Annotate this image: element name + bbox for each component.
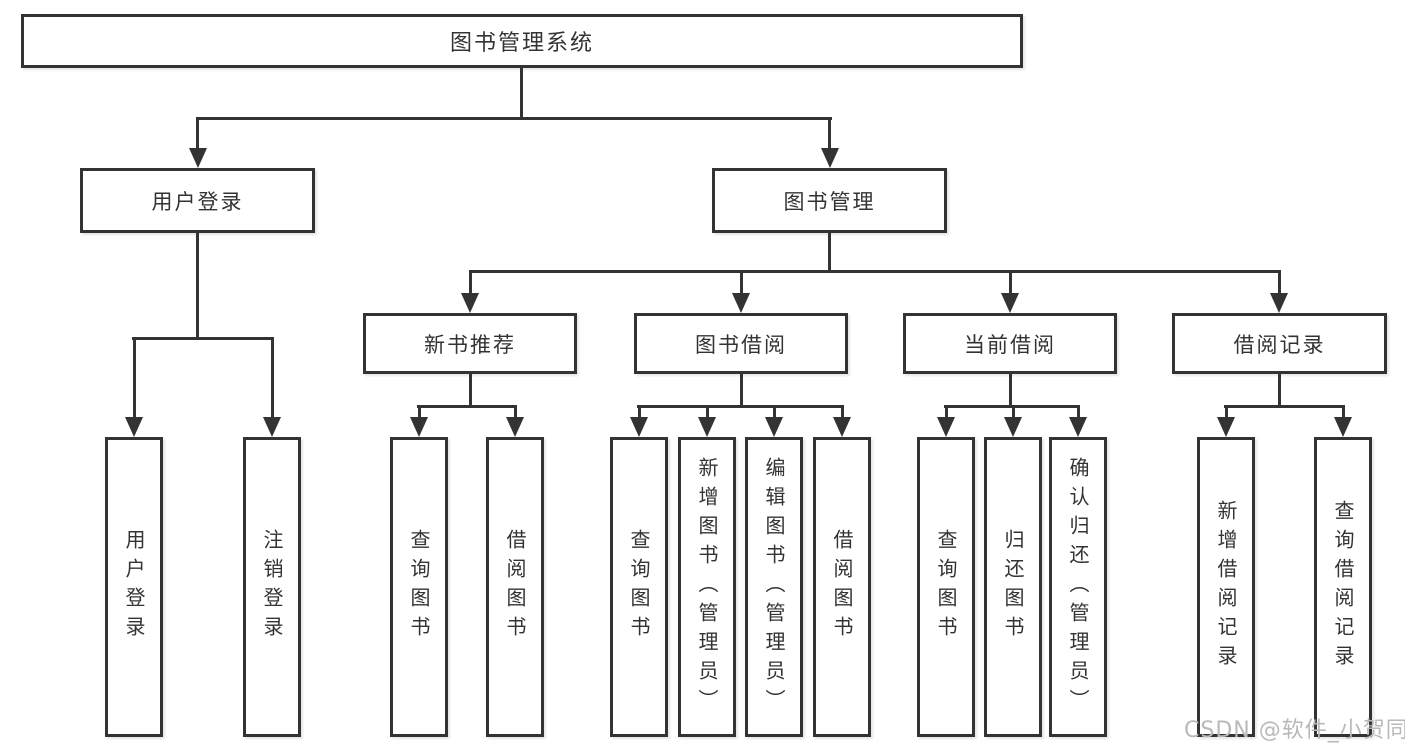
arrow-down-icon bbox=[1217, 417, 1235, 437]
connector-book-mgmt-hbar bbox=[469, 270, 1281, 273]
arrow-down-icon bbox=[732, 293, 750, 313]
connector-bb-stem bbox=[740, 374, 743, 405]
node-root-label: 图书管理系统 bbox=[449, 31, 594, 56]
connector-shaft-br-query bbox=[1342, 405, 1345, 419]
leaf-br-query-record: 查询借阅记录 bbox=[1314, 437, 1372, 737]
connector-shaft-new-book-rec bbox=[469, 270, 472, 295]
connector-nbr-hbar bbox=[417, 405, 517, 408]
node-new-book-recommend-label: 新书推荐 bbox=[424, 332, 516, 357]
leaf-bb-query-books: 查询图书 bbox=[610, 437, 668, 737]
connector-root-hbar bbox=[196, 117, 832, 120]
node-new-book-recommend: 新书推荐 bbox=[363, 313, 577, 374]
node-book-borrow-label: 图书借阅 bbox=[695, 332, 787, 357]
leaf-bb-add-books-admin: 新增图书（管理员） bbox=[678, 437, 736, 737]
arrow-down-icon bbox=[506, 417, 524, 437]
leaf-cb-confirm-return-admin: 确认归还（管理员） bbox=[1049, 437, 1107, 737]
connector-br-stem bbox=[1278, 374, 1281, 405]
leaf-nbr-query-books-label: 查询图书 bbox=[407, 529, 431, 645]
node-book-borrow: 图书借阅 bbox=[634, 313, 848, 374]
connector-user-login-hbar bbox=[132, 337, 274, 340]
leaf-cb-query-books-label: 查询图书 bbox=[934, 529, 958, 645]
leaf-logout: 注销登录 bbox=[243, 437, 301, 737]
connector-shaft-leaf-logout bbox=[271, 337, 274, 419]
leaf-br-query-record-label: 查询借阅记录 bbox=[1331, 500, 1355, 674]
arrow-down-icon bbox=[765, 417, 783, 437]
arrow-down-icon bbox=[821, 148, 839, 168]
connector-shaft-nbr-query bbox=[418, 405, 421, 419]
connector-shaft-bb-add bbox=[706, 405, 709, 419]
leaf-cb-return-books: 归还图书 bbox=[984, 437, 1042, 737]
leaf-bb-edit-books-admin: 编辑图书（管理员） bbox=[745, 437, 803, 737]
connector-shaft-bb-query bbox=[638, 405, 641, 419]
leaf-bb-borrow-books-label: 借阅图书 bbox=[830, 529, 854, 645]
connector-book-mgmt-stem bbox=[828, 233, 831, 270]
node-user-login-label: 用户登录 bbox=[151, 189, 244, 214]
csdn-watermark: CSDN @软件_小贺同学 bbox=[1184, 718, 1405, 743]
connector-shaft-bb-borrow bbox=[841, 405, 844, 419]
leaf-nbr-borrow-books: 借阅图书 bbox=[486, 437, 544, 737]
connector-shaft-bb-edit bbox=[773, 405, 776, 419]
arrow-down-icon bbox=[189, 148, 207, 168]
leaf-logout-label: 注销登录 bbox=[260, 529, 284, 645]
connector-root-stem bbox=[520, 68, 523, 117]
node-book-management: 图书管理 bbox=[712, 168, 947, 233]
leaf-nbr-borrow-books-label: 借阅图书 bbox=[503, 529, 527, 645]
connector-shaft-borrow-records bbox=[1278, 270, 1281, 295]
arrow-down-icon bbox=[1270, 293, 1288, 313]
arrow-down-icon bbox=[410, 417, 428, 437]
arrow-down-icon bbox=[263, 417, 281, 437]
connector-shaft-br-add bbox=[1225, 405, 1228, 419]
node-borrow-records-label: 借阅记录 bbox=[1233, 332, 1326, 357]
connector-br-hbar bbox=[1224, 405, 1345, 408]
node-current-borrow: 当前借阅 bbox=[903, 313, 1117, 374]
arrow-down-icon bbox=[1001, 293, 1019, 313]
leaf-br-add-record: 新增借阅记录 bbox=[1197, 437, 1255, 737]
arrow-down-icon bbox=[125, 417, 143, 437]
leaf-bb-borrow-books: 借阅图书 bbox=[813, 437, 871, 737]
leaf-cb-return-books-label: 归还图书 bbox=[1001, 529, 1025, 645]
connector-shaft-cb-return bbox=[1012, 405, 1015, 419]
arrow-down-icon bbox=[461, 293, 479, 313]
arrow-down-icon bbox=[630, 417, 648, 437]
connector-cb-stem bbox=[1009, 374, 1012, 405]
leaf-user-login: 用户登录 bbox=[105, 437, 163, 737]
arrow-down-icon bbox=[1004, 417, 1022, 437]
arrow-down-icon bbox=[833, 417, 851, 437]
node-current-borrow-label: 当前借阅 bbox=[964, 332, 1056, 357]
node-borrow-records: 借阅记录 bbox=[1172, 313, 1387, 374]
node-root: 图书管理系统 bbox=[21, 14, 1023, 68]
connector-shaft-cb-query bbox=[945, 405, 948, 419]
leaf-bb-add-books-admin-label: 新增图书（管理员） bbox=[695, 456, 719, 718]
connector-shaft-book-mgmt bbox=[828, 117, 831, 152]
connector-bb-hbar bbox=[637, 405, 844, 408]
arrow-down-icon bbox=[1069, 417, 1087, 437]
connector-shaft-leaf-user-login bbox=[133, 337, 136, 419]
arrow-down-icon bbox=[937, 417, 955, 437]
connector-shaft-book-borrow bbox=[740, 270, 743, 295]
arrow-down-icon bbox=[698, 417, 716, 437]
leaf-cb-confirm-return-admin-label: 确认归还（管理员） bbox=[1066, 456, 1090, 718]
connector-shaft-cb-confirm bbox=[1077, 405, 1080, 419]
leaf-user-login-label: 用户登录 bbox=[122, 529, 146, 645]
node-book-management-label: 图书管理 bbox=[783, 189, 876, 214]
connector-nbr-stem bbox=[469, 374, 472, 405]
leaf-cb-query-books: 查询图书 bbox=[917, 437, 975, 737]
connector-shaft-user-login bbox=[196, 117, 199, 152]
arrow-down-icon bbox=[1334, 417, 1352, 437]
leaf-br-add-record-label: 新增借阅记录 bbox=[1214, 500, 1238, 674]
leaf-nbr-query-books: 查询图书 bbox=[390, 437, 448, 737]
node-user-login: 用户登录 bbox=[80, 168, 315, 233]
connector-shaft-nbr-borrow bbox=[514, 405, 517, 419]
leaf-bb-query-books-label: 查询图书 bbox=[627, 529, 651, 645]
connector-shaft-current-borrow bbox=[1009, 270, 1012, 295]
connector-user-login-stem bbox=[196, 233, 199, 337]
leaf-bb-edit-books-admin-label: 编辑图书（管理员） bbox=[762, 456, 786, 718]
